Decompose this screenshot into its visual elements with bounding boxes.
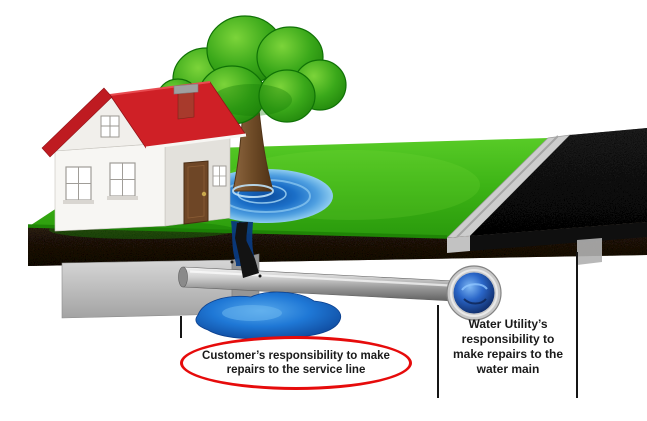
door	[183, 160, 209, 225]
foliage-shade	[212, 84, 292, 116]
leak	[195, 222, 341, 340]
customer-responsibility-callout: Customer’s responsibility to make repair…	[180, 336, 412, 390]
side-window-cross	[213, 166, 226, 186]
water-main-water	[453, 272, 495, 314]
chimney	[177, 89, 195, 120]
door-panel	[187, 165, 205, 219]
roof-gable-band	[41, 87, 113, 158]
right-cut-face	[577, 238, 602, 265]
soil-cross-section	[27, 222, 647, 319]
pipe-highlight	[189, 270, 451, 287]
water-main-swirl-dark	[463, 298, 487, 305]
front-window-cross	[66, 167, 91, 200]
road	[470, 128, 647, 236]
water-main-ring	[450, 269, 498, 317]
door-knob	[201, 191, 207, 197]
leader-lines	[180, 252, 578, 398]
trunk-base-ripple	[232, 184, 274, 198]
customer-responsibility-label: Customer’s responsibility to make repair…	[202, 349, 390, 376]
asphalt-cross-section	[470, 222, 647, 251]
chimney-cap	[173, 83, 199, 95]
leak-splash	[258, 274, 262, 278]
soil-face	[28, 222, 647, 266]
water-main-swirl	[461, 283, 488, 291]
leak-splash	[230, 260, 234, 264]
underground-pool-highlight	[222, 305, 282, 321]
utility-responsibility-label: Water Utility’s responsibility to make r…	[452, 317, 564, 376]
window-sill	[107, 196, 138, 200]
curb-stripe	[456, 135, 559, 238]
window-sill	[63, 200, 94, 204]
water-main	[446, 265, 502, 321]
gable-window-cross	[101, 116, 119, 137]
pipe-end-cap	[178, 266, 188, 288]
tree-foliage	[258, 69, 316, 123]
leak-splash	[250, 264, 254, 268]
curb-cross-section	[447, 236, 470, 253]
leak-jet	[235, 222, 259, 278]
eaves-fascia	[145, 133, 247, 150]
house	[41, 81, 247, 239]
front-window-cross	[110, 163, 135, 196]
